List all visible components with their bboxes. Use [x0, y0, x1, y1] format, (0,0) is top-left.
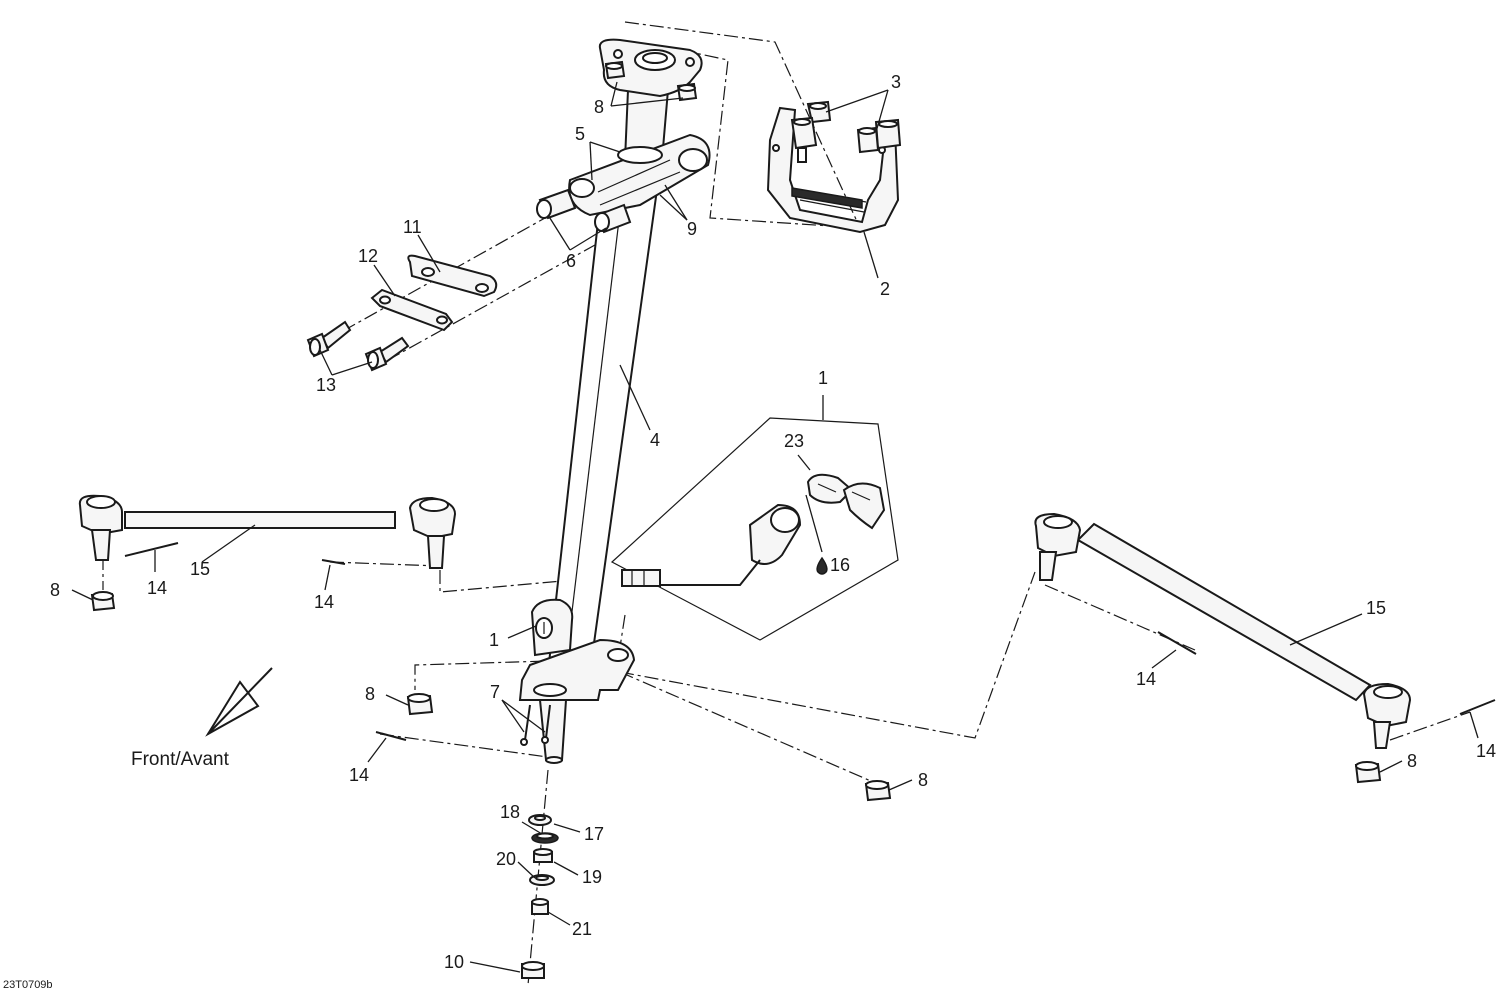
- cotter-pins-14: [124, 542, 1496, 741]
- callout-12: 12: [358, 246, 378, 266]
- steering-bushing-clamp: [568, 133, 711, 217]
- front-direction-arrow-icon: [205, 667, 273, 737]
- callout-3: 3: [891, 72, 901, 92]
- callout-2: 2: [880, 279, 890, 299]
- callout-4: 4: [650, 430, 660, 450]
- callout-8-right: 8: [1407, 751, 1417, 771]
- callout-14-right: 14: [1136, 669, 1156, 689]
- callout-14-left: 14: [147, 578, 167, 598]
- callout-9: 9: [687, 219, 697, 239]
- nuts-8: [90, 591, 1382, 802]
- callout-6: 6: [566, 251, 576, 271]
- steering-column-shaft: [546, 167, 662, 673]
- callout-8-left: 8: [50, 580, 60, 600]
- handlebar-clamps: [790, 100, 902, 163]
- callout-19: 19: [582, 867, 602, 887]
- callout-14-far-right: 14: [1476, 741, 1496, 761]
- steering-arm: [518, 638, 636, 764]
- upper-column-housing: [598, 38, 703, 161]
- ignition-switch-mount: [530, 598, 574, 657]
- callout-8-mid: 8: [365, 684, 375, 704]
- callout-1-kit: 1: [818, 368, 828, 388]
- tie-rod-right: [1034, 512, 1412, 749]
- ignition-kit-box: [610, 417, 899, 641]
- callout-labels: 8 3 5 9 6 2 11 12 13 4 1 23 16 15 14 8 1…: [3, 72, 1496, 991]
- figure-code: 23T0709b: [3, 979, 53, 991]
- callout-1-switch: 1: [489, 630, 499, 650]
- ignition-switch: [621, 503, 802, 587]
- retaining-plate-lower: [370, 288, 454, 332]
- callout-21: 21: [572, 919, 592, 939]
- tie-rod-left: [78, 494, 457, 569]
- callout-11: 11: [403, 217, 422, 237]
- direction-label: Front/Avant: [131, 749, 230, 770]
- bushing-sleeves: [536, 188, 632, 234]
- callout-18: 18: [500, 802, 520, 822]
- callout-13: 13: [316, 375, 336, 395]
- callout-15-right: 15: [1366, 598, 1386, 618]
- callout-23: 23: [784, 431, 804, 451]
- callout-16: 16: [830, 555, 850, 575]
- callout-5: 5: [575, 124, 585, 144]
- sealant-drop-icon: [816, 556, 828, 575]
- bolts-13: [306, 320, 410, 372]
- ignition-keys: [806, 473, 886, 530]
- lower-stack-parts: [521, 814, 559, 979]
- callout-14-lower: 14: [349, 765, 369, 785]
- nuts-top: [604, 60, 698, 102]
- callout-8-center: 8: [918, 770, 928, 790]
- retaining-plate-upper: [407, 254, 498, 298]
- callout-20: 20: [496, 849, 516, 869]
- callout-8-top: 8: [594, 97, 604, 117]
- callout-15-left: 15: [190, 559, 210, 579]
- callout-17: 17: [584, 824, 604, 844]
- callout-10: 10: [444, 952, 464, 972]
- cotter-pins-7: [520, 704, 551, 746]
- leader-lines: [71, 81, 1479, 973]
- callout-14-mid: 14: [314, 592, 334, 612]
- callout-7: 7: [490, 682, 500, 702]
